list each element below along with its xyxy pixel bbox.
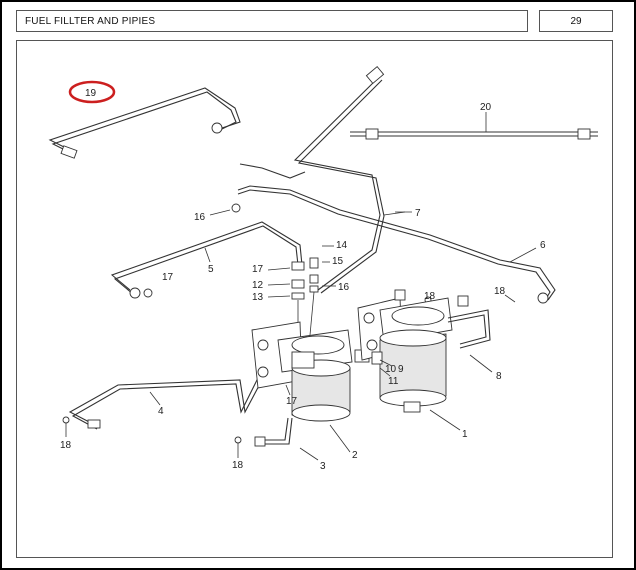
callout-3: 3 — [320, 461, 326, 472]
bolt-18-bottom[interactable] — [234, 436, 242, 458]
callout-18-left: 18 — [60, 440, 72, 451]
leader-lines — [285, 211, 412, 396]
callout-17-filter: 17 — [286, 396, 298, 407]
callout-13: 13 — [252, 292, 264, 303]
callout-4: 4 — [158, 406, 164, 417]
pipe-5[interactable] — [110, 221, 303, 299]
callout-9: 9 — [398, 364, 404, 375]
callout-18-top-b: 18 — [494, 286, 506, 297]
page-number: 29 — [539, 10, 613, 32]
pipe-20[interactable] — [350, 112, 598, 140]
callout-5: 5 — [208, 264, 214, 275]
callout-16-left: 16 — [194, 212, 206, 223]
pipe-3[interactable] — [254, 417, 319, 461]
highlight-ring — [68, 80, 116, 104]
callout-18-top-a: 18 — [424, 291, 436, 302]
drawing-area — [16, 40, 613, 558]
callout-10: 10 — [385, 364, 397, 375]
fittings-stack[interactable] — [143, 203, 336, 340]
callout-7: 7 — [415, 208, 421, 219]
callout-19: 19 — [85, 88, 97, 99]
callout-20: 20 — [480, 102, 492, 113]
callout-17-mid: 17 — [252, 264, 264, 275]
pipe-8[interactable] — [447, 309, 493, 373]
bolt-18-left[interactable] — [62, 416, 70, 437]
callout-8: 8 — [496, 371, 502, 382]
callout-18-bottom: 18 — [232, 460, 244, 471]
drawing-title: FUEL FILLTER AND PIPIES — [16, 10, 528, 32]
callout-16-right: 16 — [338, 282, 350, 293]
fuel-filter-1[interactable] — [357, 289, 469, 431]
callout-1: 1 — [462, 429, 468, 440]
pipe-6[interactable] — [237, 163, 556, 304]
pipe-4[interactable] — [68, 377, 263, 430]
fuel-filter-2[interactable] — [251, 321, 370, 453]
callout-11: 11 — [388, 376, 399, 387]
callout-6: 6 — [540, 240, 546, 251]
pipe-7[interactable] — [293, 66, 406, 294]
callout-2: 2 — [352, 450, 358, 461]
callout-15: 15 — [332, 256, 344, 267]
callout-17-left: 17 — [162, 272, 174, 283]
fitting-9-10-11[interactable] — [371, 351, 393, 377]
pipe-19[interactable] — [48, 87, 241, 159]
callout-14: 14 — [336, 240, 348, 251]
callout-12: 12 — [252, 280, 264, 291]
bolt-18-top-b[interactable] — [504, 294, 516, 303]
